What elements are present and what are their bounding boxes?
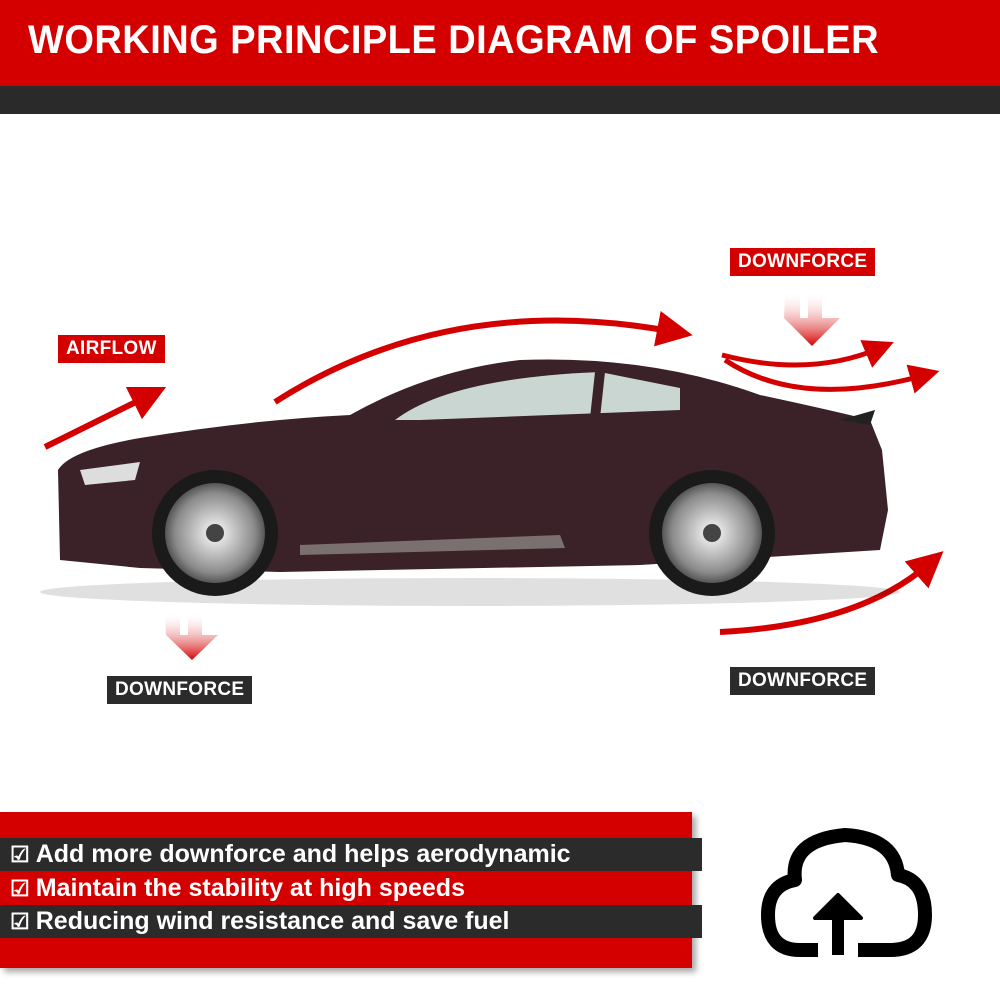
airflow-label: AIRFLOW bbox=[58, 335, 165, 363]
feature-item: ☑Reducing wind resistance and save fuel bbox=[0, 905, 702, 938]
downforce-label-top: DOWNFORCE bbox=[730, 248, 876, 276]
header-band bbox=[0, 86, 1000, 114]
feature-text: Add more downforce and helps aerodynamic bbox=[35, 840, 571, 868]
downforce-arrow-front bbox=[165, 615, 218, 660]
checkbox-icon: ☑ bbox=[10, 876, 30, 901]
front-wheel bbox=[152, 470, 278, 596]
feature-item: ☑Maintain the stability at high speeds bbox=[0, 872, 465, 905]
feature-text: Maintain the stability at high speeds bbox=[35, 874, 465, 902]
airflow-arrow-spoiler-1 bbox=[721, 340, 894, 368]
downforce-arrow-top bbox=[784, 295, 840, 346]
airflow-arrow-front bbox=[43, 386, 167, 450]
cloud-upload-icon bbox=[761, 828, 932, 957]
downforce-label-rear: DOWNFORCE bbox=[730, 667, 876, 695]
airflow-arrow-spoiler-2 bbox=[723, 357, 940, 394]
checkbox-icon: ☑ bbox=[10, 842, 30, 867]
airflow-arrow-roof bbox=[273, 311, 693, 405]
car-window bbox=[395, 372, 680, 420]
header-bar: WORKING PRINCIPLE DIAGRAM OF SPOILER bbox=[0, 0, 1000, 86]
rear-wheel bbox=[649, 470, 775, 596]
airflow-arrow-rear bbox=[719, 551, 944, 635]
downforce-label-front: DOWNFORCE bbox=[107, 676, 253, 704]
feature-text: Reducing wind resistance and save fuel bbox=[35, 907, 510, 935]
page-title: WORKING PRINCIPLE DIAGRAM OF SPOILER bbox=[28, 18, 880, 62]
checkbox-icon: ☑ bbox=[10, 909, 30, 934]
feature-item: ☑Add more downforce and helps aerodynami… bbox=[0, 838, 702, 871]
